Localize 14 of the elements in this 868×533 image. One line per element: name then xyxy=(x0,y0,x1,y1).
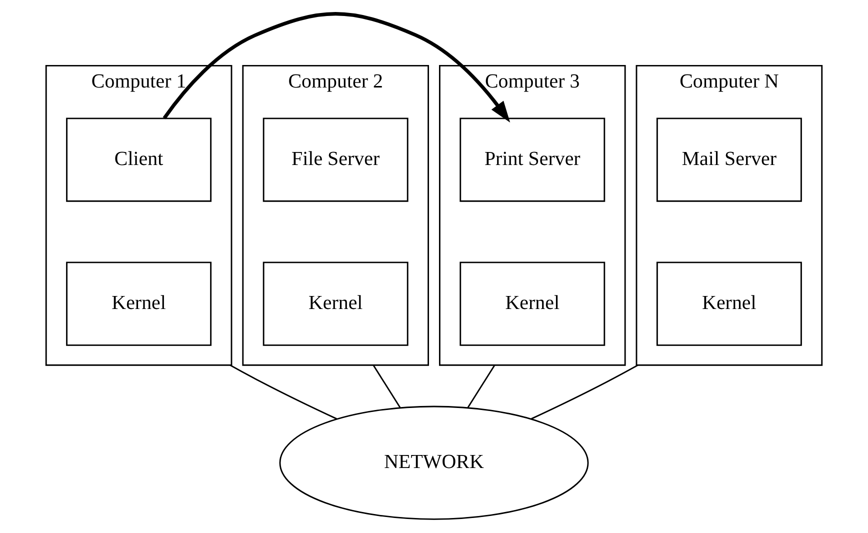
node-ellipse: NETWORK xyxy=(279,406,589,520)
node-box: Kernel xyxy=(66,262,212,346)
node-box: Mail Server xyxy=(656,118,802,202)
connector xyxy=(230,364,337,420)
node-box: Kernel xyxy=(656,262,802,346)
node-box: Kernel xyxy=(262,262,408,346)
arrow xyxy=(162,12,510,123)
connector xyxy=(467,364,496,408)
connector xyxy=(372,364,401,408)
node-box: Print Server xyxy=(460,118,606,202)
node-box: Kernel xyxy=(460,262,606,346)
connector xyxy=(531,364,638,420)
node-box: Client xyxy=(66,118,212,202)
node-box: File Server xyxy=(262,118,408,202)
